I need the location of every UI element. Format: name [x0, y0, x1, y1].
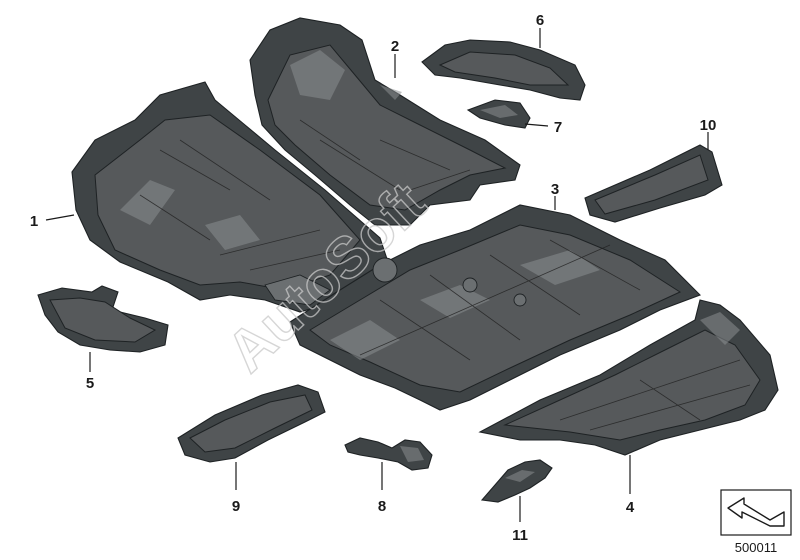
callout-5: 5 [86, 375, 94, 392]
document-number: 500011 [735, 540, 777, 555]
part-4-side-floor-covering [478, 299, 779, 456]
part-3-rear-floor-covering [289, 204, 701, 411]
callout-7: 7 [554, 119, 562, 136]
leader-lines [45, 28, 709, 522]
callout-8: 8 [378, 498, 386, 515]
callout-4: 4 [626, 499, 635, 516]
part-8-bracket [344, 437, 433, 471]
callout-2: 2 [391, 38, 399, 55]
callout-10: 10 [700, 117, 717, 134]
callout-9: 9 [232, 498, 240, 515]
part-7-wedge [466, 99, 531, 129]
part-6-panel [421, 39, 586, 101]
callout-3: 3 [551, 181, 559, 198]
part-1-front-floor-covering [71, 81, 389, 313]
part-2-tunnel-covering [249, 17, 521, 226]
reference-symbol [720, 489, 792, 536]
callout-1: 1 [30, 213, 38, 230]
part-5-small-mat [37, 285, 169, 353]
part-11-small-part [480, 459, 553, 503]
part-9-flat-mat [177, 384, 326, 463]
callout-11: 11 [512, 527, 528, 544]
part-10-flat-mat [584, 144, 723, 223]
callout-6: 6 [536, 12, 544, 29]
